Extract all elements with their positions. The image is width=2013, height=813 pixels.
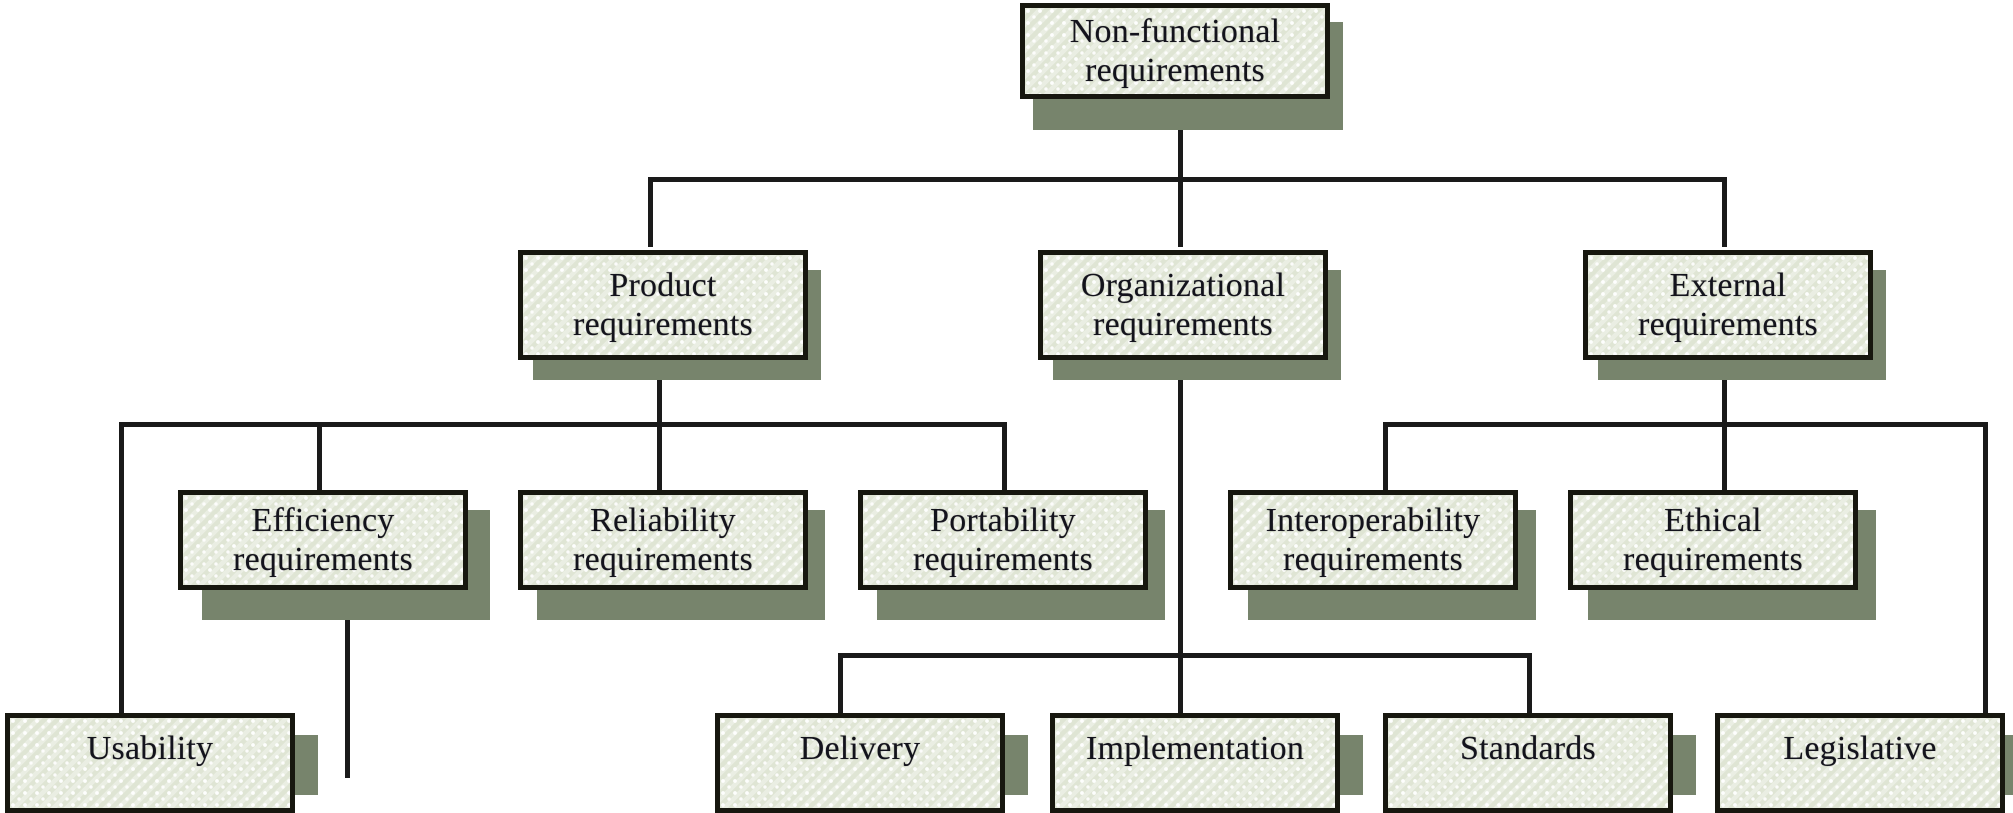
node-external-requirements[interactable]: External requirements — [1583, 250, 1873, 360]
node-implementation[interactable]: Implementation — [1050, 713, 1340, 813]
node-label: Implementation — [1085, 730, 1305, 768]
edge-bus-to-reliability — [657, 422, 662, 490]
node-portability-requirements[interactable]: Portability requirements — [858, 490, 1148, 590]
edge-external-down — [1722, 360, 1727, 425]
edge-external-bus — [1383, 422, 1987, 427]
node-label: External requirements — [1638, 266, 1818, 343]
node-interoperability-requirements[interactable]: Interoperability requirements — [1228, 490, 1518, 590]
node-label: Interoperability requirements — [1265, 501, 1481, 578]
diagram-canvas: Non-functional requirements Product requ… — [5, 3, 2013, 813]
edge-bus-to-ethical — [1722, 422, 1727, 490]
node-label: Portability requirements — [913, 501, 1093, 578]
edge-bus-to-standards — [1527, 653, 1532, 715]
node-efficiency-requirements[interactable]: Efficiency requirements — [178, 490, 468, 590]
edge-bus-to-delivery — [838, 653, 843, 715]
node-label: Legislative — [1783, 730, 1937, 768]
node-label: Usability — [86, 730, 214, 768]
edge-bus-to-implementation — [1178, 653, 1183, 715]
node-standards[interactable]: Standards — [1383, 713, 1673, 813]
edge-bus-to-portability — [1002, 422, 1007, 490]
node-non-functional-requirements[interactable]: Non-functional requirements — [1020, 3, 1330, 99]
edge-bus-to-efficiency — [317, 422, 322, 490]
edge-efficiency-down — [345, 590, 350, 778]
edge-product-bus-left — [119, 422, 124, 715]
edge-bus-to-external — [1722, 177, 1727, 247]
node-label: Delivery — [799, 730, 921, 768]
edge-bus-to-organizational — [1178, 177, 1183, 247]
node-label: Reliability requirements — [573, 501, 753, 578]
node-label: Product requirements — [573, 266, 753, 343]
node-ethical-requirements[interactable]: Ethical requirements — [1568, 490, 1858, 590]
node-product-requirements[interactable]: Product requirements — [518, 250, 808, 360]
node-organizational-requirements[interactable]: Organizational requirements — [1038, 250, 1328, 360]
node-label: Standards — [1460, 730, 1596, 768]
node-label: Ethical requirements — [1623, 501, 1803, 578]
node-usability[interactable]: Usability — [5, 713, 295, 813]
edge-organizational-bus — [838, 653, 1532, 658]
edge-bus-to-legislative — [1983, 422, 1988, 715]
node-delivery[interactable]: Delivery — [715, 713, 1005, 813]
node-reliability-requirements[interactable]: Reliability requirements — [518, 490, 808, 590]
edge-product-down — [657, 360, 662, 425]
edge-root-down — [1178, 98, 1183, 178]
node-label: Efficiency requirements — [233, 501, 413, 578]
edge-organizational-down — [1178, 360, 1183, 658]
node-legislative[interactable]: Legislative — [1715, 713, 2005, 813]
edge-level1-bus — [648, 177, 1727, 182]
node-label: Non-functional requirements — [1069, 12, 1281, 89]
edge-bus-to-interoperability — [1383, 422, 1388, 490]
edge-product-bus — [119, 422, 1007, 427]
node-label: Organizational requirements — [1080, 266, 1286, 343]
edge-bus-to-product — [648, 177, 653, 247]
